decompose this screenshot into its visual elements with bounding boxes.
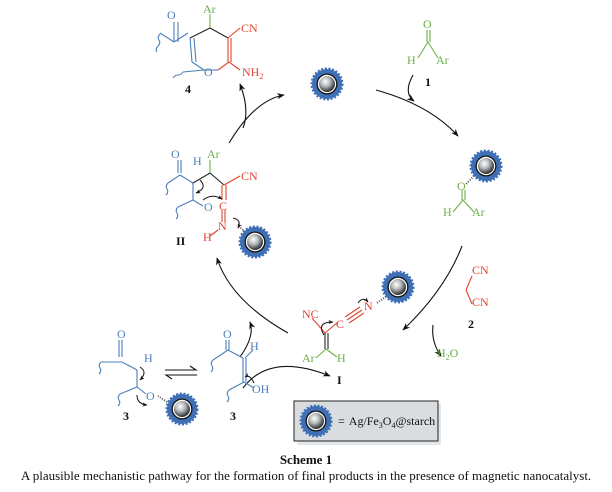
aldehyde-Ar: Ar bbox=[436, 53, 449, 67]
product-carbonyl-O: O bbox=[167, 8, 176, 22]
catalyst-dicarbonyl bbox=[165, 392, 199, 426]
II-carbonyl-O-top: O bbox=[171, 147, 180, 161]
arrow-water-leaving bbox=[432, 324, 442, 357]
catalyst-aldehyde bbox=[469, 149, 503, 183]
legend-catalyst-icon bbox=[299, 404, 333, 438]
product-ring-O: O bbox=[204, 65, 213, 79]
product-4: O Ar CN O NH2 4 bbox=[155, 2, 263, 96]
intermediate-I-C: C bbox=[336, 317, 344, 331]
keto-H: H bbox=[144, 351, 153, 365]
keto-O-top: O bbox=[117, 327, 126, 341]
aldehyde-O: O bbox=[423, 17, 432, 31]
malononitrile-2: CN CN 2 bbox=[465, 263, 489, 331]
keto-O-bottom: O bbox=[146, 389, 155, 403]
intermediate-I: NC C N Ar H I bbox=[302, 270, 415, 387]
II-Ar: Ar bbox=[207, 147, 220, 161]
intermediate-II: O H Ar CN O C N H II bbox=[165, 147, 272, 259]
catalyst-intermediate-I bbox=[381, 270, 415, 304]
enol-OH: OH bbox=[252, 382, 270, 396]
catalyst-legend: =Ag/Fe3O4@starch bbox=[293, 400, 441, 445]
mechanism-scheme: O Ar CN O NH2 4 O H Ar 1 O H Ar CN CN 2 … bbox=[98, 2, 503, 445]
dicarbonyl-3-keto: O H O 3 bbox=[98, 327, 199, 426]
activated-aldehyde-H: H bbox=[443, 205, 452, 219]
product-NH2: NH2 bbox=[242, 65, 263, 81]
malononitrile-number: 2 bbox=[468, 317, 474, 331]
catalyst-free bbox=[310, 67, 344, 101]
malononitrile-CN-top: CN bbox=[472, 263, 489, 277]
aldehyde-H: H bbox=[407, 53, 416, 67]
arrow-II-to-catalyst bbox=[228, 93, 285, 144]
keto-number: 3 bbox=[123, 409, 129, 423]
product-number: 4 bbox=[185, 82, 191, 96]
product-CN: CN bbox=[241, 21, 258, 35]
malononitrile-CN-bottom: CN bbox=[472, 295, 489, 309]
water-byproduct: H2O bbox=[437, 346, 459, 362]
intermediate-I-NC: NC bbox=[302, 307, 319, 321]
activated-aldehyde: O H Ar bbox=[443, 149, 503, 219]
intermediate-I-number: I bbox=[337, 373, 342, 387]
intermediate-I-H: H bbox=[337, 351, 346, 365]
II-C: C bbox=[219, 199, 227, 213]
figure-caption: Scheme 1 A plausible mechanistic pathway… bbox=[0, 452, 612, 484]
arrow-I-to-II bbox=[216, 257, 289, 334]
arrow-enol-attack bbox=[242, 365, 331, 389]
legend-label: =Ag/Fe3O4@starch bbox=[338, 414, 435, 430]
dicarbonyl-3-enol: O H OH 3 bbox=[210, 327, 270, 423]
aldehyde-number: 1 bbox=[425, 75, 431, 89]
cycle-arrows bbox=[216, 89, 463, 334]
II-CN: CN bbox=[241, 169, 258, 183]
enol-number: 3 bbox=[230, 409, 236, 423]
intermediate-II-number: II bbox=[176, 234, 186, 248]
enol-H: H bbox=[250, 339, 259, 353]
arrow-catalyst-to-activated-aldehyde bbox=[375, 89, 459, 137]
intermediate-I-Ar: Ar bbox=[302, 351, 315, 365]
arrow-product-leaving bbox=[239, 83, 247, 129]
II-carbonyl-O-bottom: O bbox=[204, 200, 213, 214]
II-H: H bbox=[193, 154, 202, 168]
equilibrium-arrows bbox=[164, 365, 198, 380]
intermediate-I-N: N bbox=[364, 299, 373, 313]
product-Ar: Ar bbox=[203, 2, 216, 16]
activated-aldehyde-O: O bbox=[457, 179, 466, 193]
aldehyde-1: O H Ar 1 bbox=[407, 17, 449, 89]
arrow-enol-entering bbox=[239, 321, 256, 358]
activated-aldehyde-Ar: Ar bbox=[472, 205, 485, 219]
arrow-aldehyde-entering bbox=[406, 74, 415, 102]
catalyst-intermediate-II bbox=[238, 225, 272, 259]
enol-O: O bbox=[223, 327, 232, 341]
side-arrows bbox=[239, 74, 442, 389]
II-NH-H: H bbox=[203, 230, 212, 244]
II-N: N bbox=[218, 219, 227, 233]
scheme-title: Scheme 1 bbox=[279, 452, 333, 467]
scheme-caption: A plausible mechanistic pathway for the … bbox=[20, 468, 592, 483]
arrow-to-intermediate-I bbox=[402, 245, 463, 331]
